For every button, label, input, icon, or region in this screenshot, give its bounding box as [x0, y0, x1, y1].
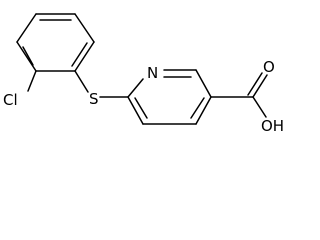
chemical-structure-diagram: Cl S N O OH	[3, 13, 284, 135]
ring-double-bond	[190, 97, 205, 119]
carbonyl-double-bond	[247, 72, 263, 96]
ring-double-bond	[71, 42, 88, 67]
ring-double-bond	[22, 46, 34, 66]
pyridine-ring	[127, 69, 212, 125]
chlorine-bond	[27, 70, 37, 92]
ring-bond	[195, 69, 212, 98]
ring-double-bond	[134, 97, 148, 119]
chlorophenyl-ring	[16, 13, 95, 72]
ring-bond	[127, 78, 144, 98]
carboxylic-acid-group	[210, 72, 268, 118]
hydroxyl-label: OH	[261, 117, 284, 135]
carbonyl-double-bond	[252, 74, 268, 98]
nitrogen-label: N	[147, 64, 158, 82]
chlorine-label: Cl	[3, 91, 18, 109]
hydroxyl-bond	[252, 96, 267, 118]
ring-bond	[74, 41, 95, 72]
ring-bond	[127, 96, 144, 125]
sulfur-label: S	[89, 90, 99, 108]
ring-bond	[195, 96, 212, 125]
carbonyl-oxygen-label: O	[263, 58, 275, 76]
ring-bond	[74, 13, 95, 43]
ring-bond	[16, 41, 37, 72]
ring-bond	[16, 13, 37, 43]
sulfur-bond-left	[74, 70, 89, 93]
